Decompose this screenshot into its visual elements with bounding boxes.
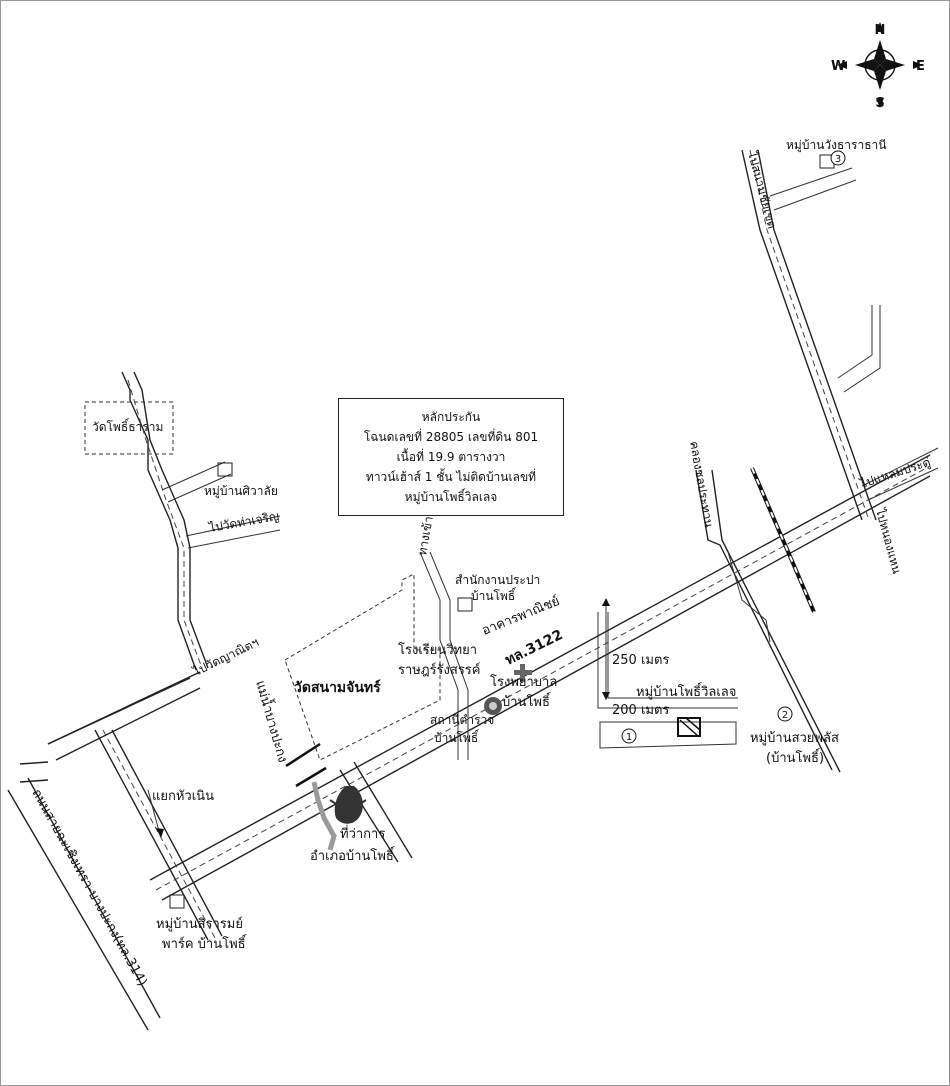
label-waterworks-2: บ้านโพธิ์ — [471, 587, 517, 603]
junction-arrow — [147, 789, 161, 836]
label-village-suan-1: หมู่บ้านสวยพลัส — [750, 731, 839, 746]
river-line — [311, 781, 337, 851]
label-school-2: ราษฎร์รังสรรค์ — [398, 662, 481, 678]
road-wat-pho — [121, 371, 281, 671]
label-village-pho: หมู่บ้านโพธิ์วิลเลจ — [636, 682, 736, 700]
label-hospital-1: โรงพยาบาล — [490, 674, 557, 690]
info-line-4: ทาวน์เฮ้าส์ 1 ชั้น ไม่ติดบ้านเลขที่ — [365, 470, 537, 484]
compass-rose-icon — [837, 22, 923, 108]
label-dist-200: 200 เมตร — [612, 703, 669, 718]
marker-1-label: 1 — [626, 732, 632, 743]
collateral-info-box: หลักประกัน โฉนดเลขที่ 28805 เลขที่ดิน 80… — [338, 398, 564, 516]
label-wat-pho: วัดโพธิ์ธาราม — [92, 418, 163, 434]
garuda-emblem-icon — [329, 786, 367, 824]
label-hospital-2: บ้านโพธิ์ — [502, 692, 552, 710]
village-siwa-building-icon — [217, 462, 233, 477]
label-dist-250: 250 เมตร — [612, 653, 669, 668]
label-police-2: บ้านโพธิ์ — [434, 729, 480, 745]
canal-road — [695, 469, 841, 773]
police-station-icon — [484, 697, 502, 715]
junction-arrowhead — [156, 828, 164, 838]
compass-s: S — [875, 96, 884, 111]
marker-3-label: 3 — [835, 154, 841, 165]
info-line-5: หมู่บ้านโพธิ์วิลเลจ — [404, 490, 498, 504]
marker-3-icon — [830, 150, 846, 166]
info-line-1: หลักประกัน — [421, 410, 481, 424]
road-waterworks — [419, 551, 469, 760]
label-village-suan-2: (บ้านโพธิ์) — [766, 748, 824, 766]
compass-n: N — [875, 23, 886, 38]
label-village-sirarom-1: หมู่บ้านสิรารมย์ — [156, 916, 243, 932]
marker-1-icon — [621, 728, 637, 744]
info-line-3: เนื้อที่ 19.9 ตารางวา — [396, 450, 506, 464]
wat-sanam-boundary — [284, 573, 441, 761]
wat-pho-boundary — [84, 401, 174, 455]
pho-village-plan — [597, 612, 738, 749]
hospital-cross-icon — [514, 664, 532, 682]
label-village-wang: หมู่บ้านวังธาราธานี — [786, 138, 887, 153]
distance-arrows — [602, 598, 610, 700]
label-junction: แยกหัวเนิน — [152, 789, 214, 804]
label-school-1: โรงเรียนวิทยา — [398, 642, 477, 658]
label-village-siwa: หมู่บ้านศิวาลัย — [204, 484, 278, 499]
village-sirarom-building-icon — [169, 894, 185, 909]
waterworks-building-icon — [457, 597, 473, 612]
main-road-3122 — [19, 454, 931, 901]
bridge-marks — [285, 742, 327, 788]
marker-2-label: 2 — [782, 710, 788, 721]
label-wat-sanam: วัดสนามจันทร์ — [294, 679, 381, 696]
label-district-2: อำเภอบ้านโพธิ์ — [310, 846, 396, 864]
label-police-1: สถานีตำรวจ — [430, 713, 494, 727]
road-north-east — [741, 149, 939, 521]
marker-2-icon — [777, 706, 793, 722]
highway-314 — [7, 729, 223, 1031]
info-line-2: โฉนดเลขที่ 28805 เลขที่ดิน 801 — [363, 430, 539, 444]
road-west — [47, 671, 201, 761]
road-district-office — [339, 761, 413, 863]
railway — [750, 467, 816, 613]
label-village-sirarom-2: พาร์ค บ้านโพธิ์ — [162, 934, 247, 952]
compass-w: W — [831, 59, 845, 74]
compass-e: E — [916, 59, 925, 74]
label-district-1: ที่ว่าการ — [340, 825, 385, 842]
label-waterworks-1: สำนักงานประปา — [455, 573, 540, 587]
